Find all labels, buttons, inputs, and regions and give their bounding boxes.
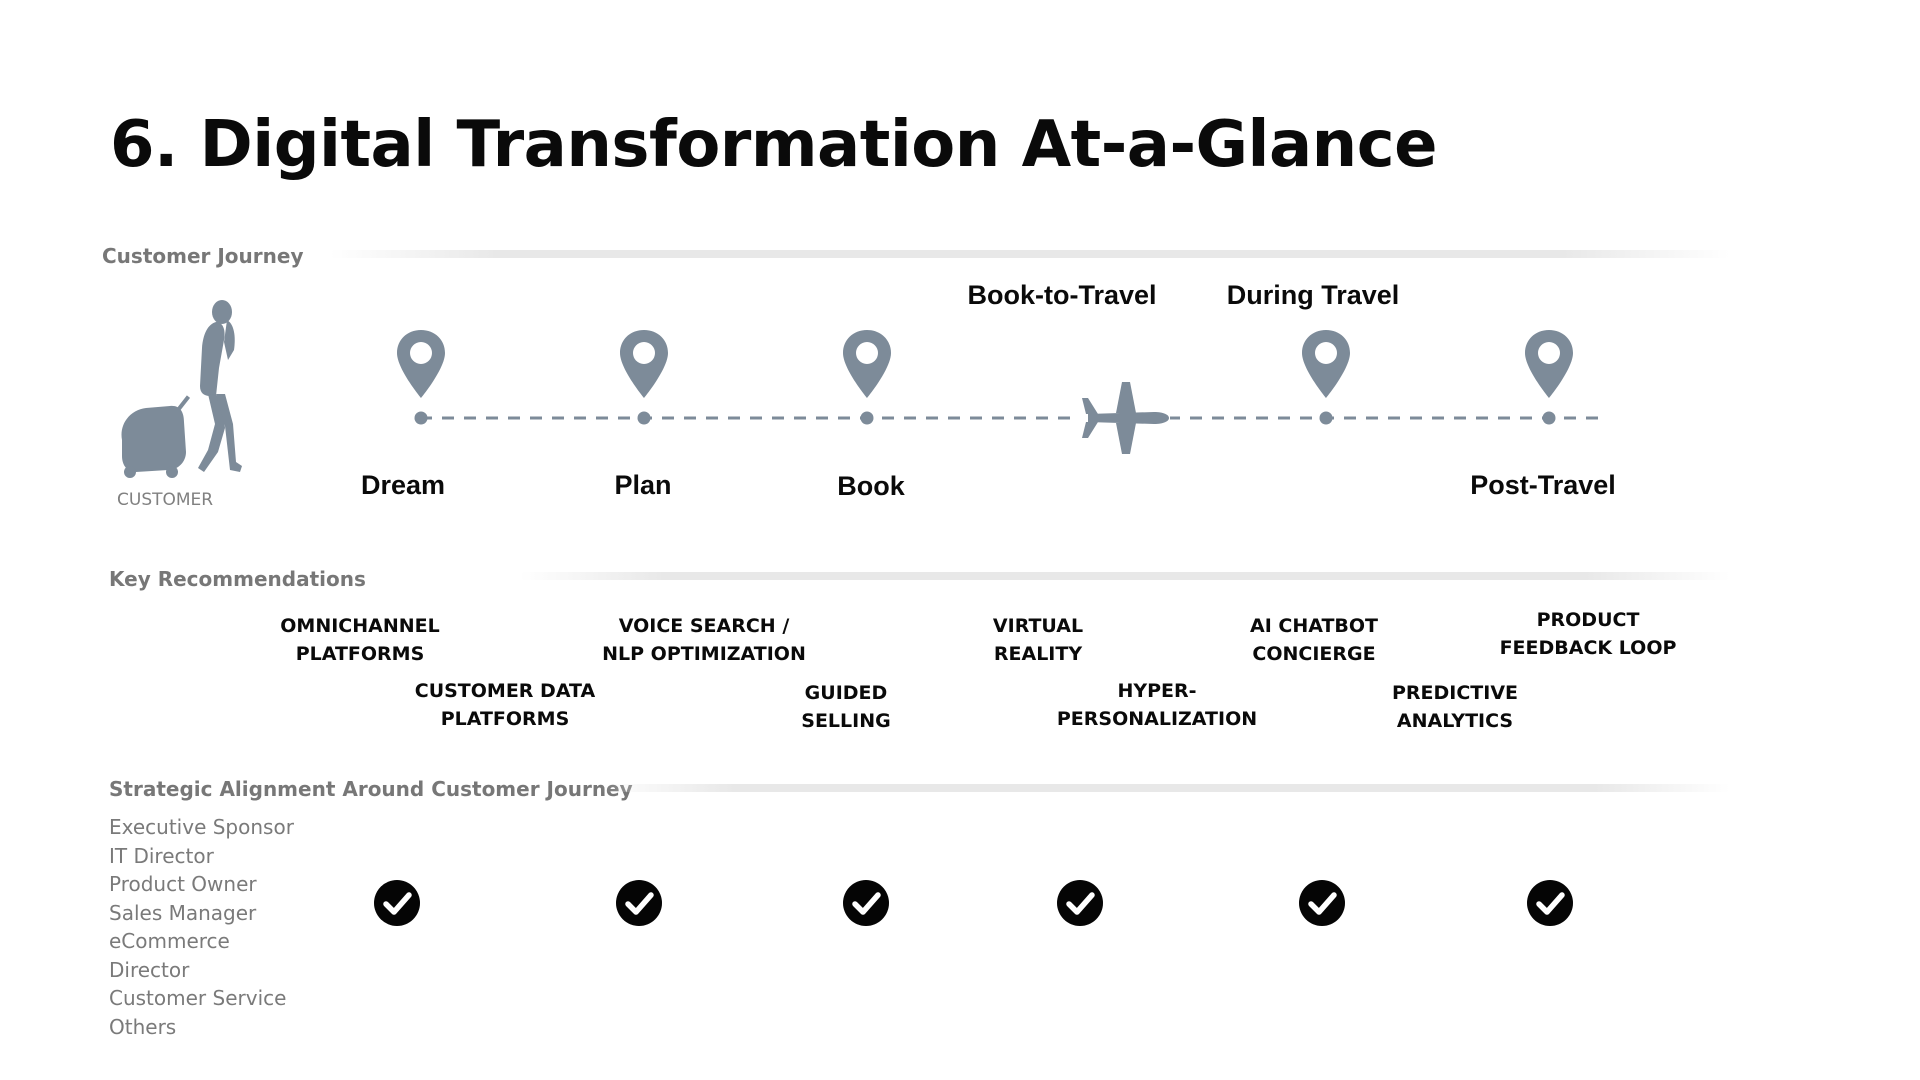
recommendation-product-feedback-loop: PRODUCT FEEDBACK LOOP [1499, 609, 1677, 659]
timeline-dot [637, 411, 651, 425]
recommendation-hyper-personalization: HYPER- PERSONALIZATION [1056, 680, 1258, 730]
customer-caption: CUSTOMER [117, 490, 214, 510]
role-item: eCommerce [109, 929, 230, 953]
check-circle-icon [1057, 880, 1103, 926]
recommendation-omnichannel-platforms: OMNICHANNEL PLATFORMS [280, 615, 440, 665]
timeline-dot [1542, 411, 1556, 425]
role-item: Others [109, 1014, 177, 1039]
key-recommendations-label: Key Recommendations [109, 567, 366, 591]
role-item: Director [109, 957, 190, 982]
stakeholder-role-list: Executive Sponsor IT Director Product Ow… [109, 813, 294, 1041]
stage-label-book-to-travel: Book-to-Travel [967, 280, 1157, 310]
map-pin-icon [620, 330, 668, 398]
strategic-alignment-divider [600, 784, 1730, 792]
timeline-dot [860, 411, 874, 425]
customer-journey-divider [330, 250, 1730, 258]
timeline-dot [1319, 411, 1333, 425]
recommendation-ai-chatbot-concierge: AI CHATBOT CONCIERGE [1249, 615, 1379, 665]
map-pin-icon [1302, 330, 1350, 398]
stage-label-post-travel: Post-Travel [1470, 470, 1616, 500]
role-item: IT Director [109, 843, 214, 868]
check-circle-icon [616, 880, 662, 926]
recommendation-voice-search-nlp: VOICE SEARCH / NLP OPTIMIZATION [602, 615, 806, 665]
recommendation-predictive-analytics: PREDICTIVE ANALYTICS [1391, 682, 1519, 732]
traveler-with-suitcase-icon [121, 300, 242, 478]
map-pin-icon [1525, 330, 1573, 398]
key-recommendations-divider [520, 572, 1730, 580]
page-title: 6. Digital Transformation At-a-Glance [110, 108, 1438, 182]
check-circle-icon [374, 880, 420, 926]
recommendation-virtual-reality: VIRTUAL REALITY [992, 615, 1084, 665]
check-circle-icon [843, 880, 889, 926]
journey-timeline [420, 416, 1600, 420]
recommendation-guided-selling: GUIDED SELLING [801, 682, 891, 732]
stage-label-dream: Dream [360, 470, 446, 500]
role-item: Customer Service [109, 986, 287, 1010]
customer-journey-label: Customer Journey [102, 244, 304, 268]
role-item: Product Owner [109, 872, 257, 896]
timeline-dot [414, 411, 428, 425]
check-circle-icon [1527, 880, 1573, 926]
stage-label-book: Book [837, 471, 905, 501]
strategic-alignment-label: Strategic Alignment Around Customer Jour… [109, 777, 633, 801]
stage-label-plan: Plan [614, 470, 672, 500]
map-pin-icon [843, 330, 891, 398]
recommendation-customer-data-platforms: CUSTOMER DATA PLATFORMS [414, 680, 596, 730]
stage-label-during-travel: During Travel [1226, 280, 1400, 310]
map-pin-icon [397, 330, 445, 398]
check-circle-icon [1299, 880, 1345, 926]
airplane-icon [1080, 382, 1170, 454]
role-item: Sales Manager [109, 900, 257, 925]
role-item: Executive Sponsor [109, 815, 294, 839]
